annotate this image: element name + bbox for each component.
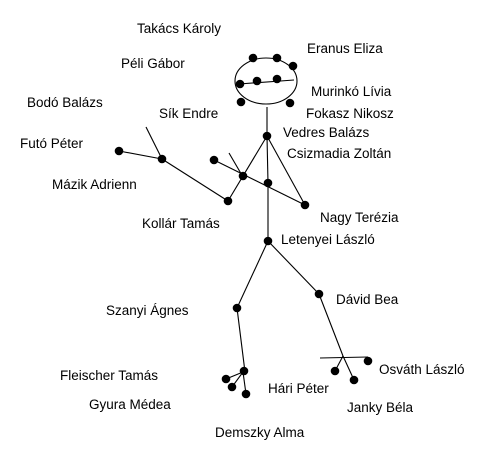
edge-head-middle bbox=[238, 79, 295, 85]
label-kollar: Kollár Tamás bbox=[142, 216, 220, 231]
label-szanyi: Szanyi Ágnes bbox=[106, 303, 189, 318]
node-head-left bbox=[235, 79, 245, 89]
node-sik bbox=[209, 155, 219, 165]
node-head-mid-2 bbox=[272, 74, 282, 84]
edge-futo-mazik bbox=[118, 150, 163, 160]
node-demszky bbox=[241, 389, 251, 399]
edge-vedres-nagy bbox=[266, 135, 306, 206]
edge-foot-right-3 bbox=[342, 355, 355, 381]
node-fleischer bbox=[221, 374, 231, 384]
label-david: Dávid Bea bbox=[336, 292, 399, 307]
node-nagy bbox=[300, 200, 310, 210]
label-hari: Hári Péter bbox=[268, 381, 329, 396]
label-csizmadia: Csizmadia Zoltán bbox=[287, 146, 391, 161]
edge-letenyei-szanyi bbox=[236, 240, 269, 309]
label-janky: Janky Béla bbox=[347, 400, 414, 415]
label-nagy: Nagy Terézia bbox=[320, 210, 399, 225]
node-szanyi bbox=[232, 303, 242, 313]
label-vedres: Vedres Balázs bbox=[283, 125, 370, 140]
label-osvath: Osváth László bbox=[379, 362, 465, 377]
edge-letenyei-david bbox=[267, 240, 320, 295]
label-takacs: Takács Károly bbox=[137, 21, 221, 36]
node-gyura bbox=[227, 382, 237, 392]
labels: Takács Károly Péli Gábor Eranus Eliza Mu… bbox=[20, 21, 465, 440]
node-head-mid-1 bbox=[252, 76, 262, 86]
label-murinko: Murinkó Lívia bbox=[311, 84, 392, 99]
label-letenyei: Letenyei László bbox=[281, 232, 375, 247]
node-kollar bbox=[223, 196, 233, 206]
node-head-bottom-left bbox=[236, 97, 246, 107]
label-futo: Futó Péter bbox=[20, 136, 84, 151]
edge-spine-upper bbox=[266, 135, 269, 184]
node-hari bbox=[330, 366, 340, 376]
label-peli: Péli Gábor bbox=[121, 56, 185, 71]
node-head-bottom-right bbox=[285, 98, 295, 108]
node-futo bbox=[114, 146, 124, 156]
label-mazik: Mázik Adrienn bbox=[52, 177, 137, 192]
node-spine-mid bbox=[263, 178, 273, 188]
edges bbox=[118, 57, 369, 395]
label-gyura: Gyura Médea bbox=[89, 397, 171, 412]
label-eranus: Eranus Eliza bbox=[307, 41, 383, 56]
node-mazik bbox=[157, 154, 167, 164]
node-arm-mid bbox=[238, 171, 248, 181]
node-head-right-top bbox=[288, 61, 298, 71]
node-foot-left-top bbox=[239, 366, 249, 376]
edge-bodo-mazik bbox=[145, 126, 163, 160]
edge-head-ring bbox=[234, 57, 298, 105]
node-osvath bbox=[363, 356, 373, 366]
edge-mazik-kollar bbox=[161, 158, 229, 202]
label-fokasz: Fokasz Nikosz bbox=[306, 106, 394, 121]
label-fleischer: Fleischer Tamás bbox=[60, 368, 158, 383]
edge-david-foot bbox=[318, 293, 344, 357]
edge-szanyi-foot bbox=[236, 307, 246, 373]
label-bodo: Bodó Balázs bbox=[27, 95, 103, 110]
nodes bbox=[114, 53, 373, 399]
node-david bbox=[314, 289, 324, 299]
edge-arm-cross bbox=[213, 159, 306, 206]
node-head-top-left bbox=[248, 53, 258, 63]
node-janky bbox=[349, 375, 359, 385]
node-head-top-right bbox=[272, 53, 282, 63]
edge-vedres-kollar bbox=[227, 135, 268, 202]
label-demszky: Demszky Alma bbox=[215, 425, 305, 440]
label-sik: Sík Endre bbox=[159, 106, 218, 121]
node-vedres bbox=[262, 131, 272, 141]
node-letenyei bbox=[263, 236, 273, 246]
